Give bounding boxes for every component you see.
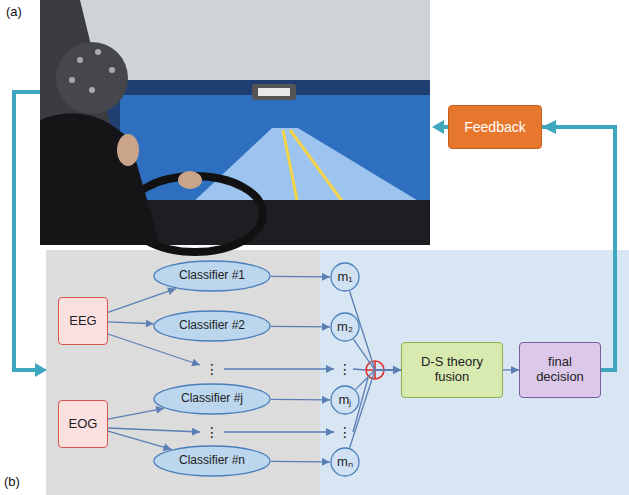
node-text: mₙ: [337, 455, 353, 470]
mass-circle: mₙ: [330, 447, 360, 477]
connector: [108, 289, 176, 313]
connector: [503, 369, 519, 370]
node-text: Feedback: [464, 119, 525, 135]
feedback-connector: [542, 127, 615, 370]
node-text: m₂: [337, 320, 353, 335]
connector: [356, 370, 401, 389]
node-text: Classifier #n: [179, 454, 245, 468]
connector: [350, 370, 401, 448]
node-text: EEG: [69, 314, 96, 329]
signal-box: EOG: [58, 400, 108, 448]
loop-line: [14, 92, 40, 370]
connector: [108, 431, 171, 449]
node-text: D-S theory fusion: [408, 355, 496, 385]
connector: [271, 276, 330, 278]
connector: [271, 326, 330, 328]
feedback-box: Feedback: [448, 105, 542, 149]
classifier-ellipse: Classifier #1: [153, 260, 271, 292]
ellipsis: ⋮: [338, 424, 352, 440]
node-text: EOG: [69, 417, 98, 432]
connector: [271, 461, 330, 463]
connector: [354, 339, 401, 370]
classifier-ellipse: Classifier #n: [153, 445, 271, 477]
connector: [108, 322, 154, 324]
classifier-ellipse: Classifier #2: [153, 310, 271, 342]
panel-label: (a): [6, 4, 22, 19]
simulator-photo: [40, 0, 430, 252]
ellipsis: ⋮: [338, 361, 352, 377]
node-text: Classifier #2: [179, 319, 245, 333]
node-text: Classifier #j: [181, 392, 243, 406]
signal-box: EEG: [58, 297, 108, 345]
mass-circle: m₂: [330, 312, 360, 342]
node-text: m₁: [337, 270, 352, 285]
node-text: final decision: [526, 355, 594, 385]
ellipsis: ⋮: [205, 424, 219, 440]
panel-label: (b): [4, 474, 20, 489]
ellipsis: ⋮: [205, 361, 219, 377]
decision-box: final decision: [519, 342, 601, 398]
node-text: Classifier #1: [179, 269, 245, 283]
fusion-box: D-S theory fusion: [401, 342, 503, 398]
mass-circle: mⱼ: [330, 385, 360, 415]
mass-circle: m₁: [330, 262, 360, 292]
loop-arrowhead: [432, 120, 444, 134]
classifier-ellipse: Classifier #j: [153, 383, 271, 415]
node-text: mⱼ: [339, 393, 352, 408]
loop-arrowhead: [35, 363, 47, 377]
ellipsis-arrows: [108, 334, 368, 432]
connector: [108, 408, 164, 419]
panel-ground: [46, 250, 320, 495]
connector: [271, 399, 330, 401]
panel-ground: [46, 250, 629, 495]
